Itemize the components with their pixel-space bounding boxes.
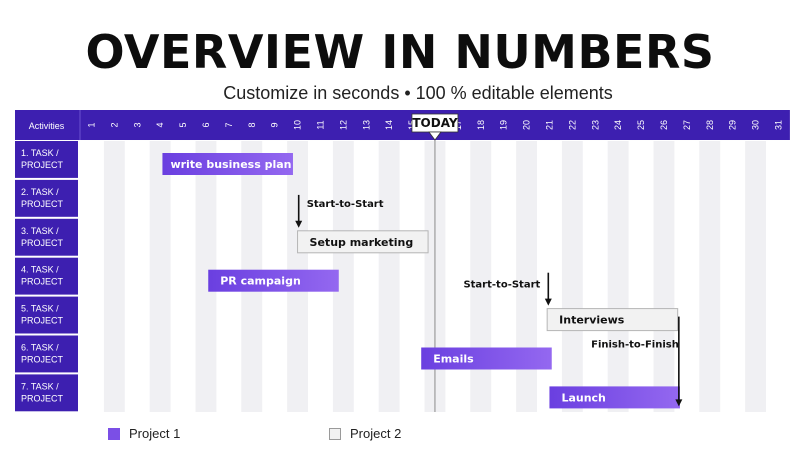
task-bar — [546, 308, 679, 332]
day-column-stripe — [195, 141, 217, 412]
day-tick-label: 12 — [338, 120, 348, 130]
day-column-stripe — [607, 141, 629, 412]
day-tick-label: 9 — [270, 122, 280, 127]
task-label: Launch — [561, 391, 605, 404]
day-column-stripe — [561, 141, 583, 412]
day-tick-label: 4 — [155, 122, 165, 127]
day-tick-label: 28 — [705, 120, 715, 130]
day-tick-label: 29 — [728, 120, 738, 130]
row-label: 6. TASK /PROJECT — [21, 343, 64, 365]
dependency-label: Finish-to-Finish — [591, 340, 679, 351]
task-label: PR campaign — [220, 275, 301, 288]
legend-label: Project 1 — [129, 426, 181, 441]
legend-label: Project 2 — [350, 426, 402, 441]
task-bar — [297, 230, 429, 254]
day-column-stripe — [332, 141, 354, 412]
task-bar — [162, 153, 293, 175]
row-label: 7. TASK /PROJECT — [21, 381, 64, 403]
day-tick-label: 13 — [361, 120, 371, 130]
day-tick-label: 3 — [132, 122, 142, 127]
day-column-stripe — [653, 141, 675, 412]
day-tick-label: 30 — [751, 120, 761, 130]
dependency-label: Start-to-Start — [307, 199, 384, 210]
day-tick-label: 6 — [201, 122, 211, 127]
task-label: Interviews — [559, 314, 625, 327]
day-tick-label: 14 — [384, 120, 394, 130]
day-tick-label: 20 — [522, 120, 532, 130]
day-column-stripe — [745, 141, 766, 412]
page-subtitle: Customize in seconds • 100 % editable el… — [223, 83, 613, 103]
day-column-stripe — [470, 141, 492, 412]
day-tick-label: 22 — [567, 120, 577, 130]
row-label: 2. TASK /PROJECT — [21, 187, 64, 209]
dependency-label: Start-to-Start — [463, 280, 540, 291]
row-label-cell — [15, 257, 78, 295]
day-tick-label: 7 — [224, 122, 234, 127]
day-tick-label: 23 — [590, 120, 600, 130]
day-tick-label: 10 — [293, 120, 303, 130]
row-label-cell — [15, 218, 78, 256]
task-label: write business plan — [170, 158, 291, 171]
legend-swatch-project-2 — [329, 427, 341, 440]
day-tick-label: 11 — [315, 120, 325, 129]
dependency-arrowhead — [675, 399, 683, 407]
day-tick-label: 24 — [613, 120, 623, 130]
day-tick-label: 18 — [476, 120, 486, 130]
legend-item-project-1: Project 1 — [108, 426, 180, 441]
day-tick-label: 5 — [178, 122, 188, 127]
row-label-cell — [15, 374, 78, 412]
day-tick-label: 1 — [86, 122, 96, 127]
day-column-stripe — [699, 141, 721, 412]
day-column-stripe — [149, 141, 171, 412]
today-pointer — [428, 131, 442, 141]
task-label: Emails — [433, 353, 474, 366]
task-label: Setup marketing — [310, 236, 414, 249]
day-tick-label: 27 — [682, 120, 692, 130]
row-label: 5. TASK /PROJECT — [21, 304, 64, 326]
legend-item-project-2: Project 2 — [329, 426, 401, 441]
legend-swatch-project-1 — [108, 427, 120, 440]
row-label-cell — [15, 335, 78, 373]
day-tick-label: 2 — [109, 122, 119, 127]
row-label-cell — [15, 179, 78, 217]
task-bar — [208, 269, 339, 292]
timeline-header — [15, 110, 790, 140]
task-bar — [421, 347, 552, 370]
task-bar — [549, 386, 680, 409]
day-column-stripe — [378, 141, 400, 412]
page-title: OVERVIEW IN NUMBERS — [85, 25, 715, 79]
day-tick-label: 25 — [636, 120, 646, 130]
row-label: 3. TASK /PROJECT — [21, 226, 64, 248]
header-activities-label: Activities — [29, 121, 65, 131]
dependency-arrowhead — [544, 298, 552, 306]
today-label: TODAY — [412, 116, 457, 130]
row-label-cell — [15, 141, 78, 178]
row-label: 1. TASK /PROJECT — [21, 148, 64, 170]
dependency-arrowhead — [295, 220, 303, 228]
row-label-cell — [15, 296, 78, 334]
day-column-stripe — [103, 141, 125, 412]
day-tick-label: 26 — [659, 120, 669, 130]
day-column-stripe — [516, 141, 537, 412]
day-tick-label: 19 — [499, 120, 509, 130]
day-tick-label: 21 — [544, 120, 554, 130]
day-tick-label: 31 — [773, 120, 783, 130]
day-tick-label: 8 — [247, 122, 257, 127]
row-label: 4. TASK /PROJECT — [21, 265, 64, 287]
